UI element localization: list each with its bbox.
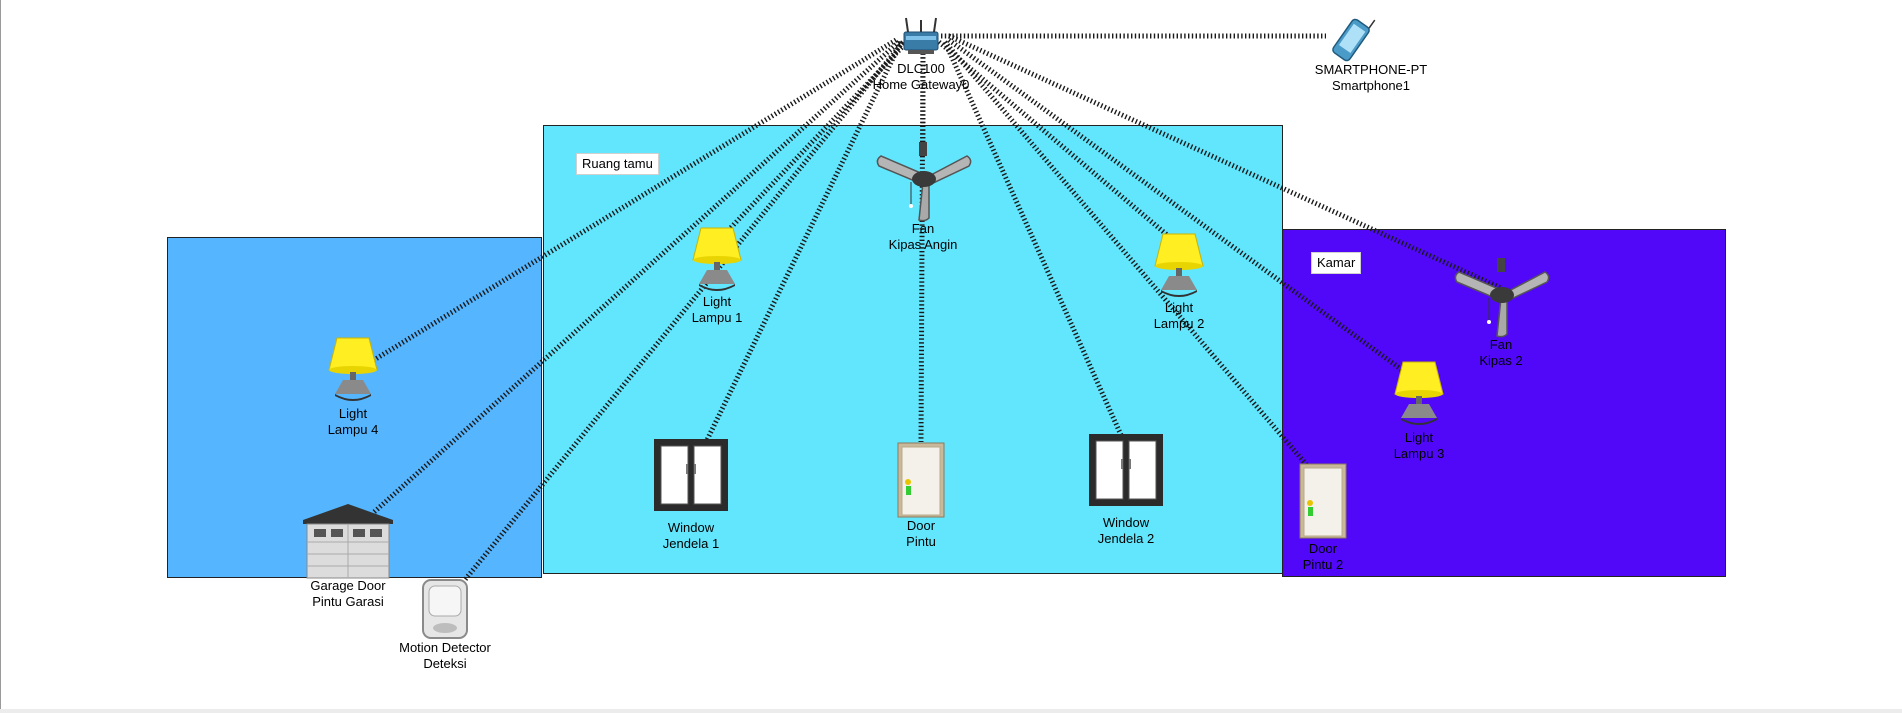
device-type: Light [702, 294, 732, 309]
device-lamp-2[interactable]: Light Lampu 2 [1151, 230, 1207, 331]
device-lamp-1[interactable]: Light Lampu 1 [689, 224, 745, 325]
device-label: Light Lampu 3 [1319, 430, 1519, 462]
horizontal-scrollbar[interactable] [0, 709, 1902, 713]
ceiling-fan-icon [876, 142, 972, 222]
device-name: Lampu 3 [1393, 446, 1445, 461]
lamp-icon [1154, 233, 1204, 297]
device-type: Garage Door [310, 578, 386, 593]
lamp-icon [692, 227, 742, 291]
lamp-icon [1394, 361, 1444, 425]
device-type: DLC100 [897, 61, 945, 76]
device-type: Fan [1489, 337, 1513, 352]
device-name: Lampu 4 [327, 422, 379, 437]
lamp-icon [328, 337, 378, 401]
device-name: Deteksi [423, 656, 467, 671]
ceiling-fan-icon [1454, 258, 1550, 338]
device-fan-2[interactable]: Fan Kipas 2 [1451, 258, 1551, 368]
device-type: Door [1308, 541, 1338, 556]
window-icon [654, 439, 728, 511]
device-name: Jendela 2 [1097, 531, 1155, 546]
room-label-living[interactable]: Ruang tamu [576, 153, 659, 175]
device-type: Fan [911, 221, 935, 236]
device-label: Garage Door Pintu Garasi [248, 578, 448, 610]
device-type: Door [906, 518, 936, 533]
garage-door-icon [303, 504, 393, 579]
device-label: Fan Kipas Angin [823, 221, 1023, 253]
device-name: Pintu [906, 534, 936, 549]
device-label: DLC100 Home Gateway0 [821, 61, 1021, 93]
door-icon [897, 442, 945, 518]
device-name: Smartphone1 [1331, 78, 1411, 93]
device-label: Door Pintu [821, 518, 1021, 550]
device-name: Jendela 1 [662, 536, 720, 551]
device-home-gateway[interactable]: DLC100 Home Gateway0 [873, 14, 969, 92]
device-fan-1[interactable]: Fan Kipas Angin [873, 142, 973, 252]
door-icon [1299, 463, 1347, 539]
device-door-1[interactable]: Door Pintu [897, 442, 945, 549]
smartphone-icon [1332, 18, 1376, 62]
device-type: Light [1404, 430, 1434, 445]
device-type: Window [667, 520, 715, 535]
device-label: Light Lampu 4 [253, 406, 453, 438]
device-name: Kipas 2 [1479, 353, 1523, 368]
motion-detector-icon [422, 579, 468, 639]
device-garage-door[interactable]: Garage Door Pintu Garasi [301, 502, 395, 609]
device-lamp-3[interactable]: Light Lampu 3 [1391, 358, 1447, 461]
device-name: Home Gateway0 [872, 77, 970, 92]
device-type: Light [338, 406, 368, 421]
device-label: Door Pintu 2 [1223, 541, 1423, 573]
device-smartphone[interactable]: SMARTPHONE-PT Smartphone1 [1315, 16, 1427, 93]
device-type: Motion Detector [399, 640, 491, 655]
device-lamp-4[interactable]: Light Lampu 4 [325, 334, 381, 437]
device-motion-detector[interactable]: Motion Detector Deteksi [399, 578, 491, 671]
device-label: Light Lampu 1 [617, 294, 817, 326]
window-icon [1089, 434, 1163, 506]
device-type: Window [1102, 515, 1150, 530]
device-name: Lampu 1 [691, 310, 743, 325]
room-label-bedroom[interactable]: Kamar [1311, 252, 1362, 274]
device-type: Light [1164, 300, 1194, 315]
device-name: Pintu Garasi [312, 594, 384, 609]
device-window-2[interactable]: Window Jendela 2 [1088, 433, 1164, 546]
device-label: Motion Detector Deteksi [345, 640, 545, 672]
device-label: Window Jendela 2 [1026, 515, 1226, 547]
device-label: Window Jendela 1 [591, 520, 791, 552]
device-label: Fan Kipas 2 [1401, 337, 1601, 369]
device-label: SMARTPHONE-PT Smartphone1 [1291, 62, 1451, 94]
device-name: Pintu 2 [1302, 557, 1344, 572]
device-name: Lampu 2 [1153, 316, 1205, 331]
device-label: Light Lampu 2 [1079, 300, 1279, 332]
device-name: Kipas Angin [888, 237, 958, 252]
home-gateway-icon [903, 17, 939, 54]
device-door-2[interactable]: Door Pintu 2 [1299, 463, 1347, 572]
device-window-1[interactable]: Window Jendela 1 [653, 438, 729, 551]
device-type: SMARTPHONE-PT [1314, 62, 1428, 77]
